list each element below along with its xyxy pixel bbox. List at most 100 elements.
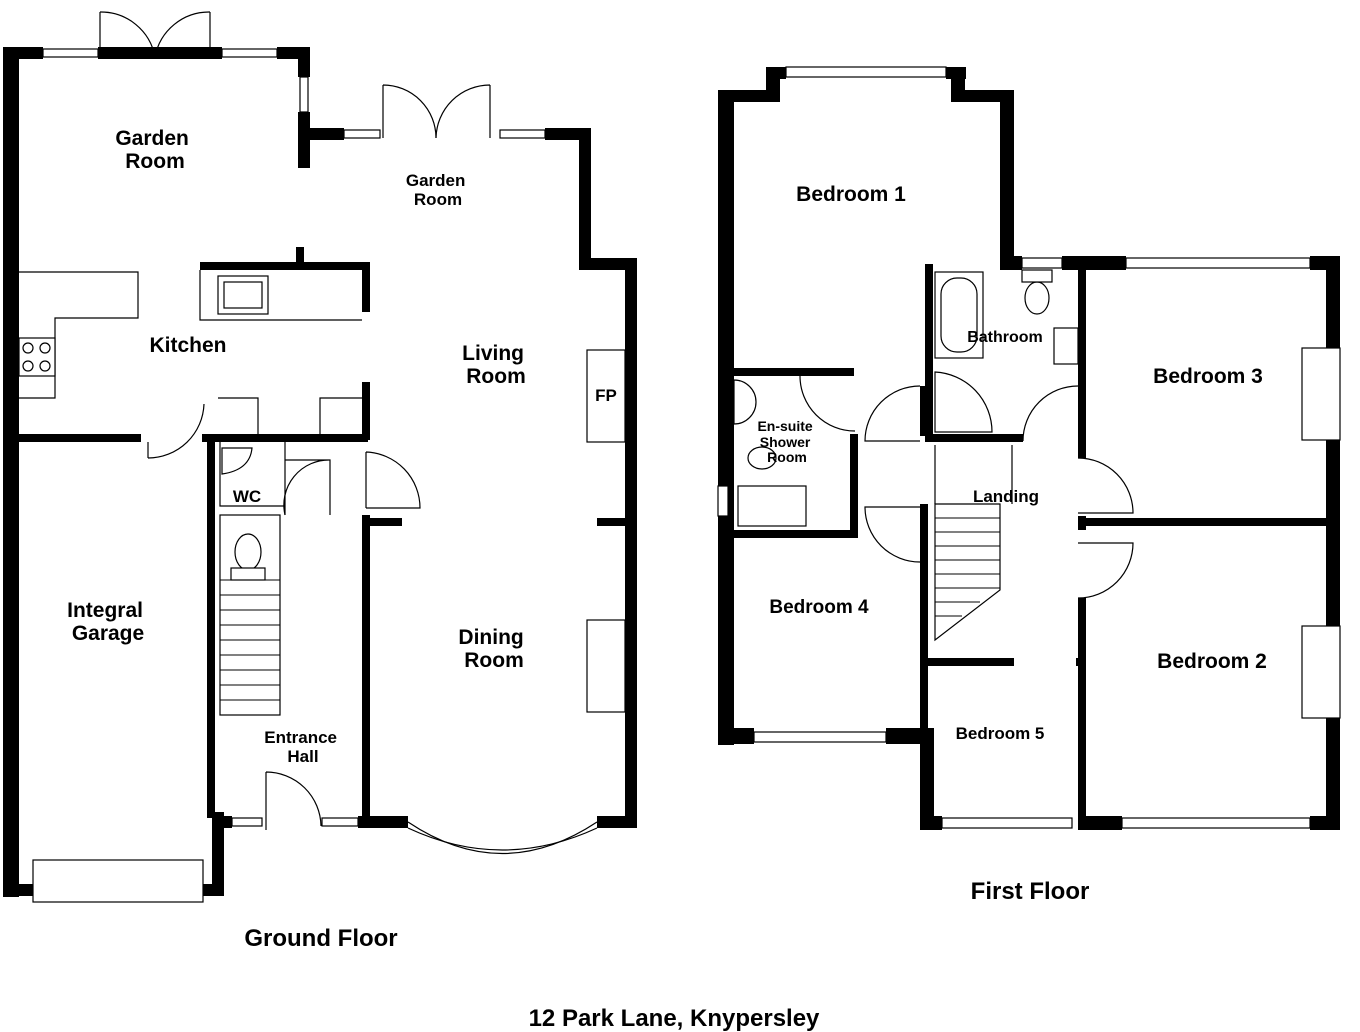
wall [1062, 256, 1126, 270]
window [343, 129, 381, 139]
door-swing [1022, 385, 1079, 442]
bath-basin [940, 277, 978, 353]
hob-ring [22, 342, 34, 354]
window [221, 48, 278, 58]
wall [362, 382, 370, 440]
wall [928, 658, 1014, 666]
door-swing [99, 11, 156, 58]
integral-garage-label: Integral Garage [67, 599, 149, 645]
fireplace-label: FP [595, 386, 617, 405]
bay-window [407, 827, 598, 851]
bedroom-2-label: Bedroom 2 [1157, 650, 1267, 673]
window [231, 817, 263, 827]
wall [3, 434, 141, 442]
wall [200, 262, 370, 270]
ground-floor-heading: Ground Floor [244, 925, 397, 952]
wall [920, 728, 934, 830]
hob-ring [39, 342, 51, 354]
wall [212, 812, 224, 896]
first-floor-heading: First Floor [971, 878, 1090, 905]
wall [597, 518, 629, 526]
window [785, 66, 947, 78]
wall [296, 247, 304, 269]
wall [1078, 264, 1086, 458]
toilet-cistern [1021, 269, 1053, 283]
kitchen-counter [199, 270, 362, 321]
window [321, 817, 359, 827]
door-swing [382, 84, 437, 139]
wall [925, 264, 933, 442]
window [499, 129, 546, 139]
toilet-cistern [230, 567, 266, 581]
staircase [934, 503, 1001, 642]
basin [221, 447, 253, 475]
window [299, 76, 309, 113]
landing-label: Landing [973, 487, 1039, 506]
ensuite-label: En-suite Shower Room [757, 418, 816, 465]
hob-ring [22, 360, 34, 372]
wall [718, 90, 780, 102]
window [1125, 257, 1311, 269]
wall [298, 128, 344, 140]
wall [362, 515, 370, 821]
property-address: 12 Park Lane, Knypersley [529, 1005, 820, 1032]
window [1021, 257, 1063, 269]
window [42, 48, 99, 58]
kitchen-label: Kitchen [149, 334, 226, 357]
wardrobe [1301, 347, 1341, 441]
bedroom-1-label: Bedroom 1 [796, 183, 906, 206]
toilet [1024, 281, 1050, 315]
wall [718, 368, 854, 376]
wall [298, 47, 310, 77]
fireplace [586, 349, 626, 443]
door-swing [265, 771, 322, 830]
toilet [747, 446, 777, 470]
shower-tray [737, 485, 807, 527]
door-swing [1077, 457, 1134, 514]
basin [733, 379, 757, 425]
wall [207, 434, 215, 818]
door-swing [864, 506, 921, 563]
garage-door [32, 859, 204, 903]
window [1121, 817, 1311, 829]
basin [1053, 327, 1079, 365]
bay-window [407, 821, 598, 854]
dining-room-label: Dining Room [458, 626, 529, 672]
wall [579, 128, 591, 270]
wall [850, 434, 858, 534]
window [717, 485, 729, 517]
wall [625, 258, 637, 828]
kitchen-counter [19, 271, 139, 399]
window [753, 731, 887, 743]
wall [951, 90, 1014, 102]
wall [718, 728, 754, 744]
wall [362, 262, 370, 312]
sideboard [586, 619, 626, 713]
ground-floor-plan [3, 11, 637, 903]
bedroom-3-label: Bedroom 3 [1153, 365, 1263, 388]
door-swing [154, 11, 211, 58]
door-swing [864, 385, 921, 442]
wall [3, 47, 19, 897]
wall [3, 47, 43, 59]
entrance-hall-label: Entrance Hall [264, 728, 341, 766]
wall [597, 816, 637, 828]
door-swing [435, 84, 491, 139]
stair-treads [220, 579, 280, 701]
hob [18, 337, 56, 377]
wall [766, 67, 786, 79]
wall [718, 530, 858, 538]
wall [202, 434, 368, 442]
wall [358, 816, 408, 828]
door-swing [147, 403, 205, 459]
wc-walls [219, 442, 286, 515]
wall [1078, 816, 1122, 830]
shower [934, 371, 993, 433]
wall [925, 434, 1023, 442]
wall [1000, 256, 1022, 270]
wall [1326, 256, 1340, 830]
kitchen-counter [218, 397, 362, 434]
wall [1000, 90, 1014, 260]
sink-basin [223, 281, 263, 309]
